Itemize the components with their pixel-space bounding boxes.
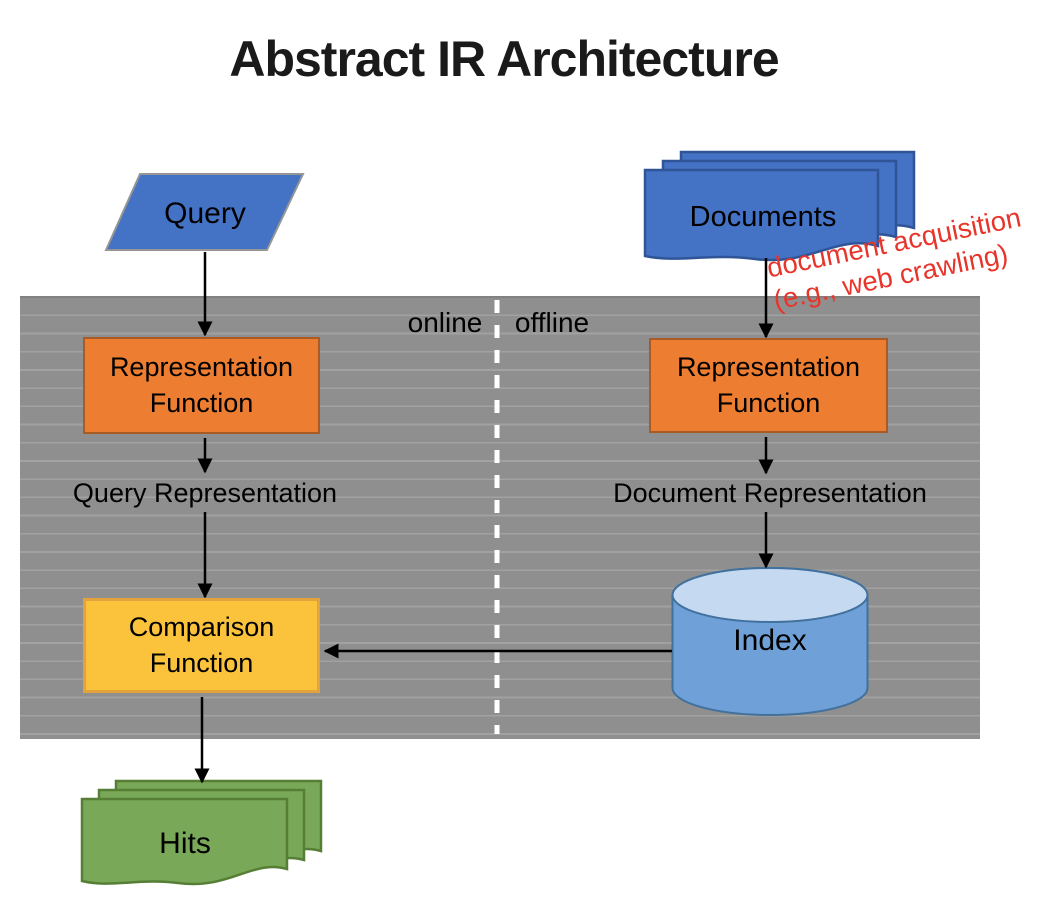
online-region-label: online <box>407 307 483 338</box>
offline-region-label: offline <box>514 307 590 338</box>
hits-node-label: Hits <box>159 827 211 860</box>
comparison-function-label-line1: Comparison <box>128 612 275 643</box>
representation-function-label-line1: Representation <box>109 352 294 383</box>
representation-function-offline-box: Representation Function <box>649 338 888 433</box>
documents-node-label: Documents <box>689 201 837 233</box>
representation-function-label-line1: Representation <box>676 352 861 383</box>
index-node-label: Index <box>733 624 807 657</box>
comparison-function-label-line2: Function <box>149 647 254 678</box>
document-representation-label: Document Representation <box>613 478 927 508</box>
representation-function-label-line2: Function <box>716 387 821 418</box>
representation-function-label-line2: Function <box>149 387 254 418</box>
comparison-function-box: Comparison Function <box>83 598 320 693</box>
representation-function-online-box: Representation Function <box>83 337 320 434</box>
query-node-label: Query <box>164 197 246 230</box>
page-title: Abstract IR Architecture <box>229 31 779 87</box>
query-representation-label: Query Representation <box>72 478 338 508</box>
